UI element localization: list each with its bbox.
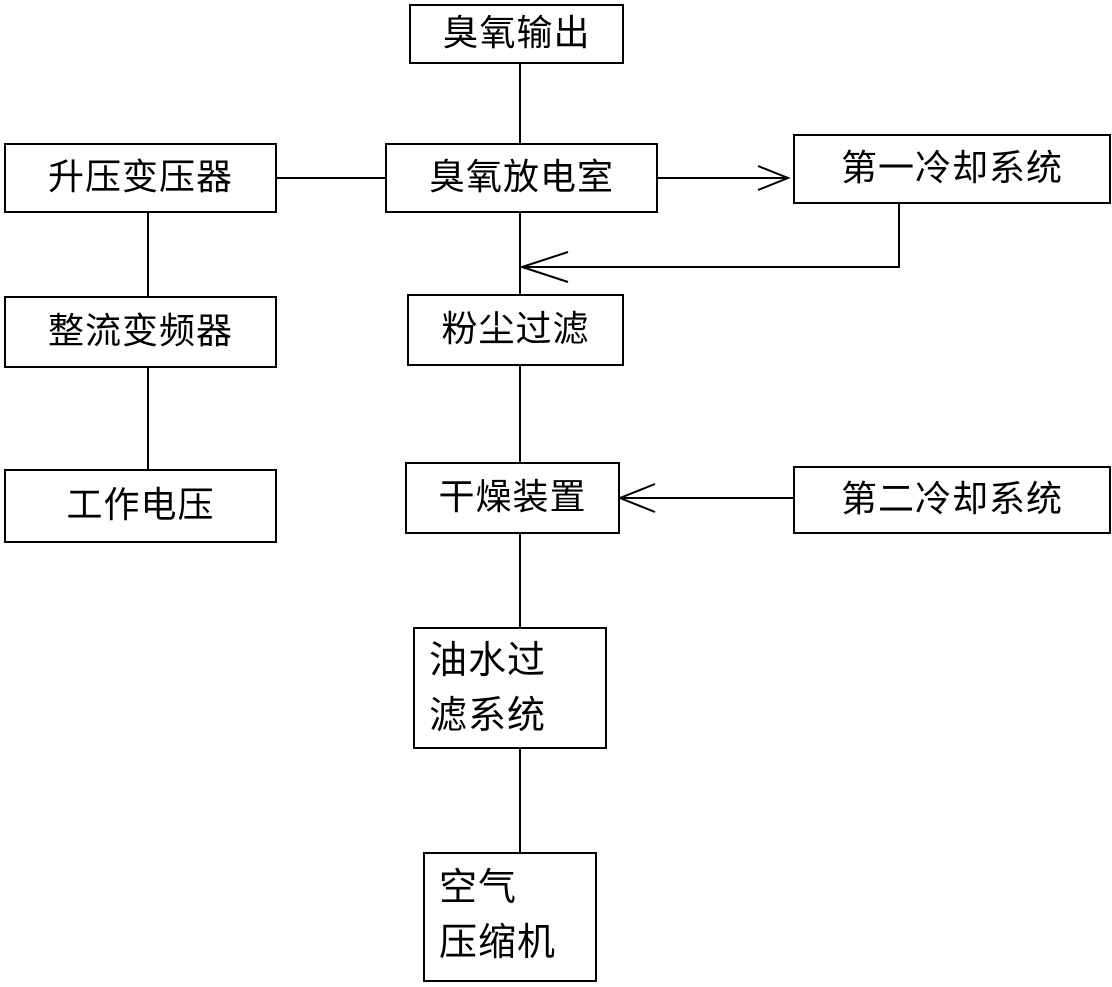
working-voltage-node: 工作电压 [4,469,277,543]
oil-water-filter-line-2: 滤系统 [429,693,547,737]
air-compressor-line-1: 空气 [439,865,518,909]
oil-water-filter-system-node: 油水过 滤系统 [413,627,607,749]
ozone-discharge-chamber-node: 臭氧放电室 [385,143,658,213]
step-up-transformer-node: 升压变压器 [4,143,277,213]
arrowhead-drying [617,483,656,513]
first-cooling-system-node: 第一冷却系统 [793,134,1111,204]
arrowhead-first-cooling [757,165,791,191]
rectifier-inverter-node: 整流变频器 [4,296,277,368]
air-compressor-line-2: 压缩机 [439,920,557,965]
oil-water-filter-line-1: 油水过 [429,637,547,682]
arrow-first-cooling-return [522,204,900,268]
arrowhead-return [518,251,569,283]
dust-filter-node: 粉尘过滤 [407,294,624,366]
second-cooling-system-node: 第二冷却系统 [793,466,1111,534]
drying-device-node: 干燥装置 [405,462,620,534]
air-compressor-node: 空气 压缩机 [423,852,597,982]
ozone-output-node: 臭氧输出 [409,4,624,64]
